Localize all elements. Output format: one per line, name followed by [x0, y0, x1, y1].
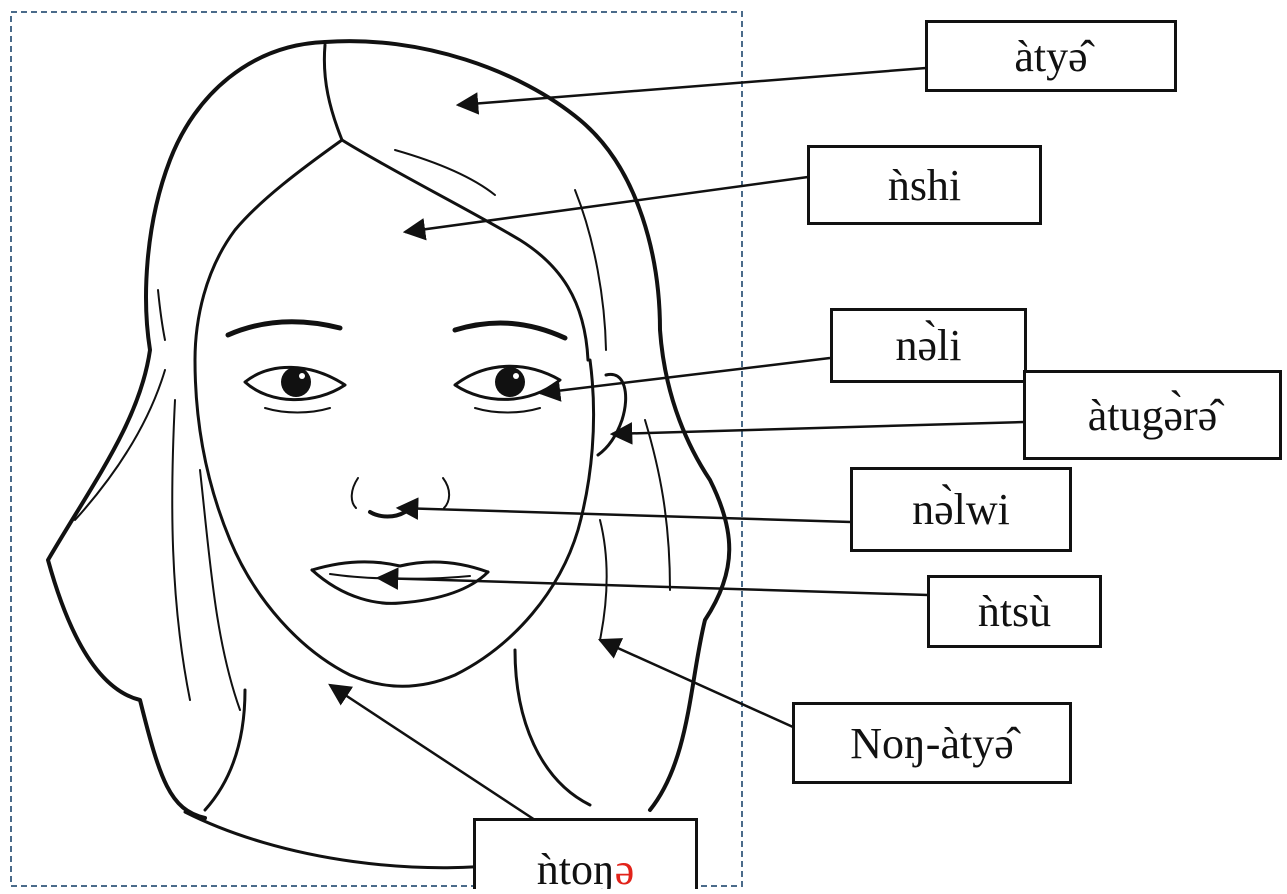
hair-part-right — [340, 138, 590, 362]
label-ear: àtugə̀rə̂ — [1023, 370, 1282, 460]
hair-strand — [171, 399, 191, 701]
hair-strand — [199, 469, 241, 711]
label-nose-text: nə̀lwi — [912, 485, 1010, 534]
nose-left-wing — [350, 477, 359, 509]
label-mouth: ǹtsù — [927, 575, 1102, 648]
label-eye: nə̀li — [830, 308, 1027, 383]
hair-strand — [644, 419, 671, 591]
hair-part — [193, 43, 344, 362]
pupil-highlight — [299, 373, 305, 379]
hair-strand — [574, 189, 607, 351]
eyebrow-left — [225, 319, 343, 338]
face-outline — [193, 358, 596, 688]
arrow-neck — [328, 683, 536, 822]
eye-left — [243, 365, 347, 402]
label-hair-strand: Noŋ-àtyə̂ — [792, 702, 1072, 784]
label-hair: àtyə̂ — [925, 20, 1177, 92]
label-ear-text: àtugə̀rə̂ — [1087, 390, 1218, 440]
ear-right — [596, 372, 628, 457]
neck-right — [513, 648, 592, 807]
hair-strand — [157, 289, 166, 341]
label-mouth-text: ǹtsù — [977, 587, 1052, 636]
arrow-mouth — [375, 567, 929, 597]
hair-outline-left — [46, 40, 327, 820]
pupil-left — [281, 367, 311, 397]
pupil-highlight — [513, 373, 519, 379]
arrow-eye — [537, 356, 831, 402]
dashed-frame — [10, 11, 743, 887]
hair-strand — [74, 369, 166, 521]
pupil-right — [495, 367, 525, 397]
label-neck-suffix: ə — [614, 845, 635, 889]
label-hair-strand-text: Noŋ-àtyə̂ — [850, 718, 1014, 768]
label-neck: ǹtoŋə — [473, 818, 698, 889]
hair-strand — [394, 149, 496, 196]
label-forehead-text: ǹshi — [887, 160, 962, 210]
arrow-nose — [395, 497, 852, 524]
label-eye-text: nə̀li — [895, 321, 962, 370]
hair-strand — [599, 519, 608, 641]
arrow-ear — [609, 420, 1025, 445]
eyebrow-right — [452, 320, 568, 341]
eye-lower-lid-left — [264, 407, 331, 414]
label-forehead: ǹshi — [807, 145, 1042, 225]
neck-left — [203, 688, 247, 812]
label-hair-text: àtyə̂ — [1014, 31, 1088, 81]
upper-lip — [310, 560, 490, 574]
arrow-forehead — [402, 175, 809, 241]
hair-outline-right — [323, 39, 732, 812]
nose-right-wing — [442, 477, 451, 509]
label-nose: nə̀lwi — [850, 467, 1072, 552]
arrow-hair-strand — [597, 638, 794, 729]
lower-lip — [310, 568, 490, 605]
nostrils — [368, 510, 407, 519]
arrow-hair — [455, 66, 927, 115]
label-neck-stem: ǹtoŋ — [536, 845, 615, 889]
eye-lower-lid-right — [474, 407, 541, 414]
label-neck-text: ǹtoŋə — [537, 844, 635, 889]
